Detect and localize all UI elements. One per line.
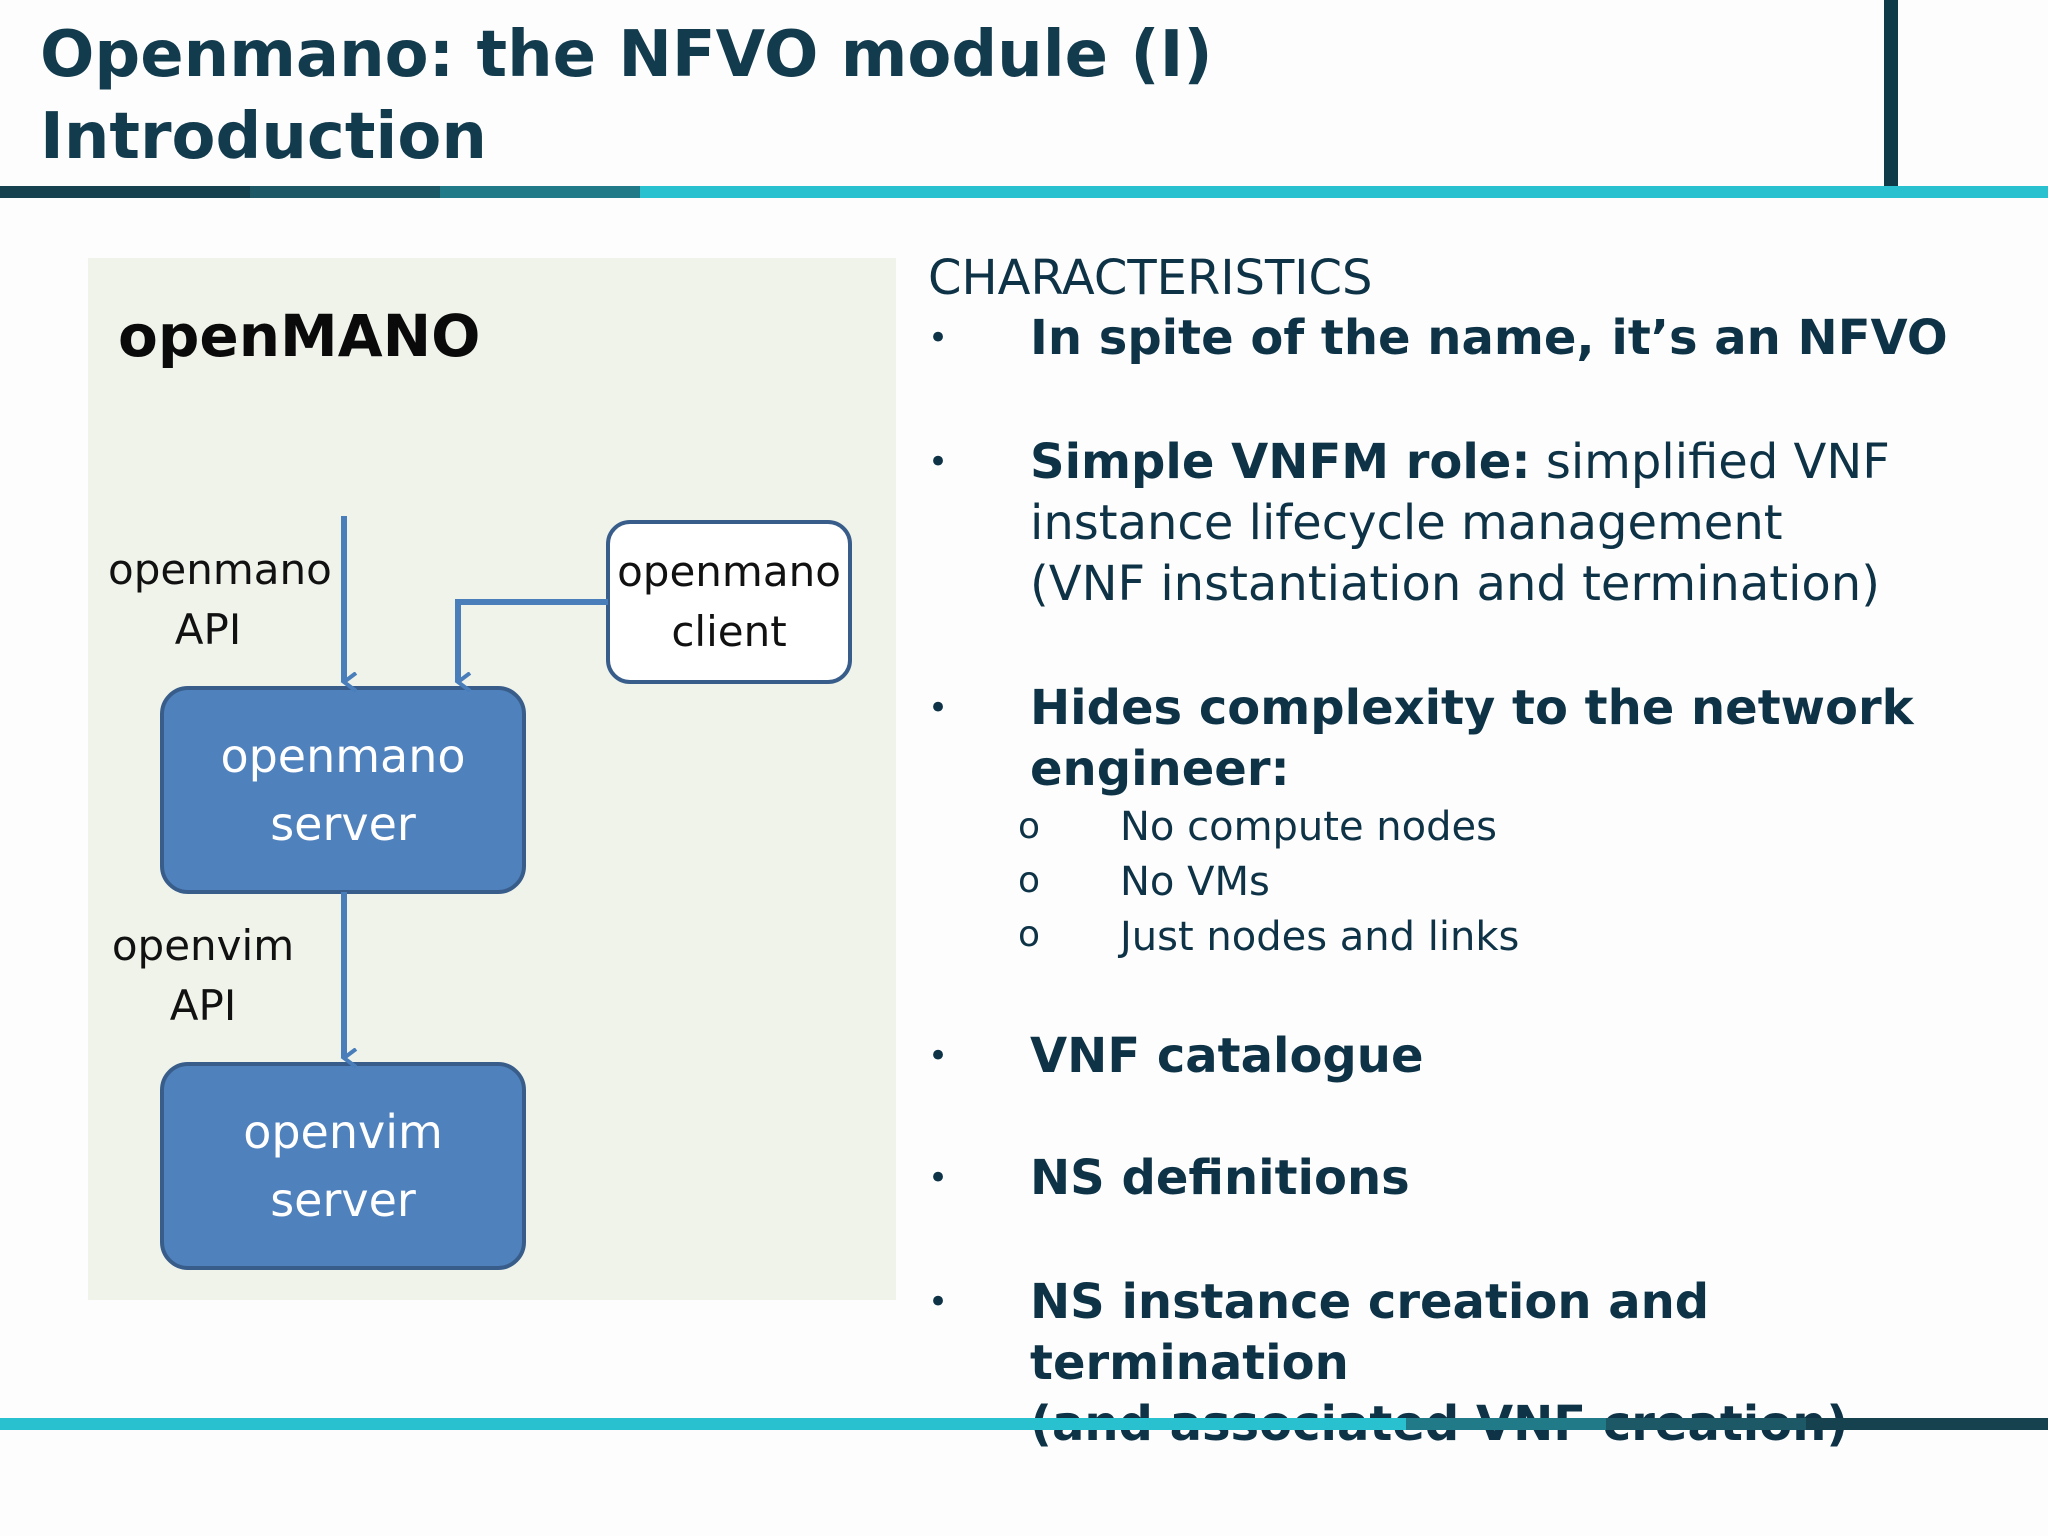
slide-title-line2: Introduction	[40, 100, 487, 174]
openmano-api-label: openmano API	[108, 540, 332, 660]
characteristic-item-2-line1: Simple VNFM role: simplified VNF	[1030, 432, 1990, 493]
openvim-server-label-line2: server	[270, 1173, 416, 1227]
sub-item-3: Just nodes and links	[1120, 914, 1520, 960]
characteristic-item-3-line2: engineer:	[1030, 741, 1290, 797]
characteristic-item-2-line3: (VNF instantiation and termination)	[1030, 556, 1880, 612]
characteristic-item-3: Hides complexity to the network engineer…	[1030, 678, 1990, 800]
openvim-api-label-line2: API	[169, 981, 237, 1030]
characteristics-heading: CHARACTERISTICS	[928, 250, 1373, 306]
openmano-client-label-line1: openmano	[617, 547, 841, 596]
sub-item-1: No compute nodes	[1120, 804, 1497, 850]
characteristic-item-2-bold: Simple VNFM role:	[1030, 434, 1531, 490]
characteristic-item-6: NS instance creation and termination (an…	[1030, 1272, 1990, 1455]
bullet-4: •	[928, 1036, 949, 1076]
openmano-api-label-line1: openmano	[108, 545, 332, 594]
openvim-api-label: openvim API	[108, 916, 298, 1036]
openmano-server-label-line1: openmano	[220, 729, 466, 783]
sub-bullet-1: o	[1018, 806, 1041, 847]
characteristic-item-6-line1: NS instance creation and termination	[1030, 1274, 1710, 1391]
bullet-3: •	[928, 688, 949, 728]
header-divider	[0, 186, 2048, 198]
diagram-graphics	[160, 516, 852, 1270]
openmano-client-label-line2: client	[671, 607, 787, 656]
sub-bullet-3: o	[1018, 914, 1041, 955]
openmano-server-label: openmano server	[162, 722, 524, 858]
characteristic-item-3-line1: Hides complexity to the network	[1030, 680, 1914, 736]
openmano-api-label-line2: API	[174, 605, 242, 654]
characteristic-item-1-text: In spite of the name, it’s an NFVO	[1030, 310, 1948, 366]
footer-divider	[0, 1418, 2048, 1430]
bullet-2: •	[928, 442, 949, 482]
characteristic-item-1: In spite of the name, it’s an NFVO	[1030, 308, 1990, 369]
characteristic-item-5: NS definitions	[1030, 1148, 1990, 1209]
characteristic-item-2-line2: instance lifecycle management	[1030, 495, 1783, 551]
openvim-server-label-line1: openvim	[243, 1105, 443, 1159]
sub-item-2: No VMs	[1120, 859, 1270, 905]
openvim-server-label: openvim server	[162, 1098, 524, 1234]
openmano-diagram: openMANO openmano API openvim API openma…	[88, 258, 896, 1300]
openvim-api-label-line1: openvim	[111, 921, 295, 970]
slide-title: Openmano: the NFVO module (I) Introducti…	[40, 14, 1840, 178]
bullet-5: •	[928, 1158, 949, 1198]
bullet-6: •	[928, 1282, 949, 1322]
characteristic-item-2: Simple VNFM role: simplified VNF instanc…	[1030, 432, 1990, 615]
characteristic-item-4: VNF catalogue	[1030, 1026, 1990, 1087]
characteristic-item-4-text: VNF catalogue	[1030, 1028, 1424, 1084]
client-to-server-arrow	[458, 599, 608, 682]
characteristic-item-2-rest: simplified VNF	[1530, 434, 1890, 490]
openmano-server-label-line2: server	[270, 797, 416, 851]
slide-title-line1: Openmano: the NFVO module (I)	[40, 18, 1213, 92]
characteristic-item-5-text: NS definitions	[1030, 1150, 1410, 1206]
openmano-client-label: openmano client	[608, 542, 850, 662]
title-accent-bar	[1884, 0, 1898, 186]
diagram-title: openMANO	[118, 302, 481, 370]
sub-bullet-2: o	[1018, 860, 1041, 901]
bullet-1: •	[928, 318, 949, 358]
